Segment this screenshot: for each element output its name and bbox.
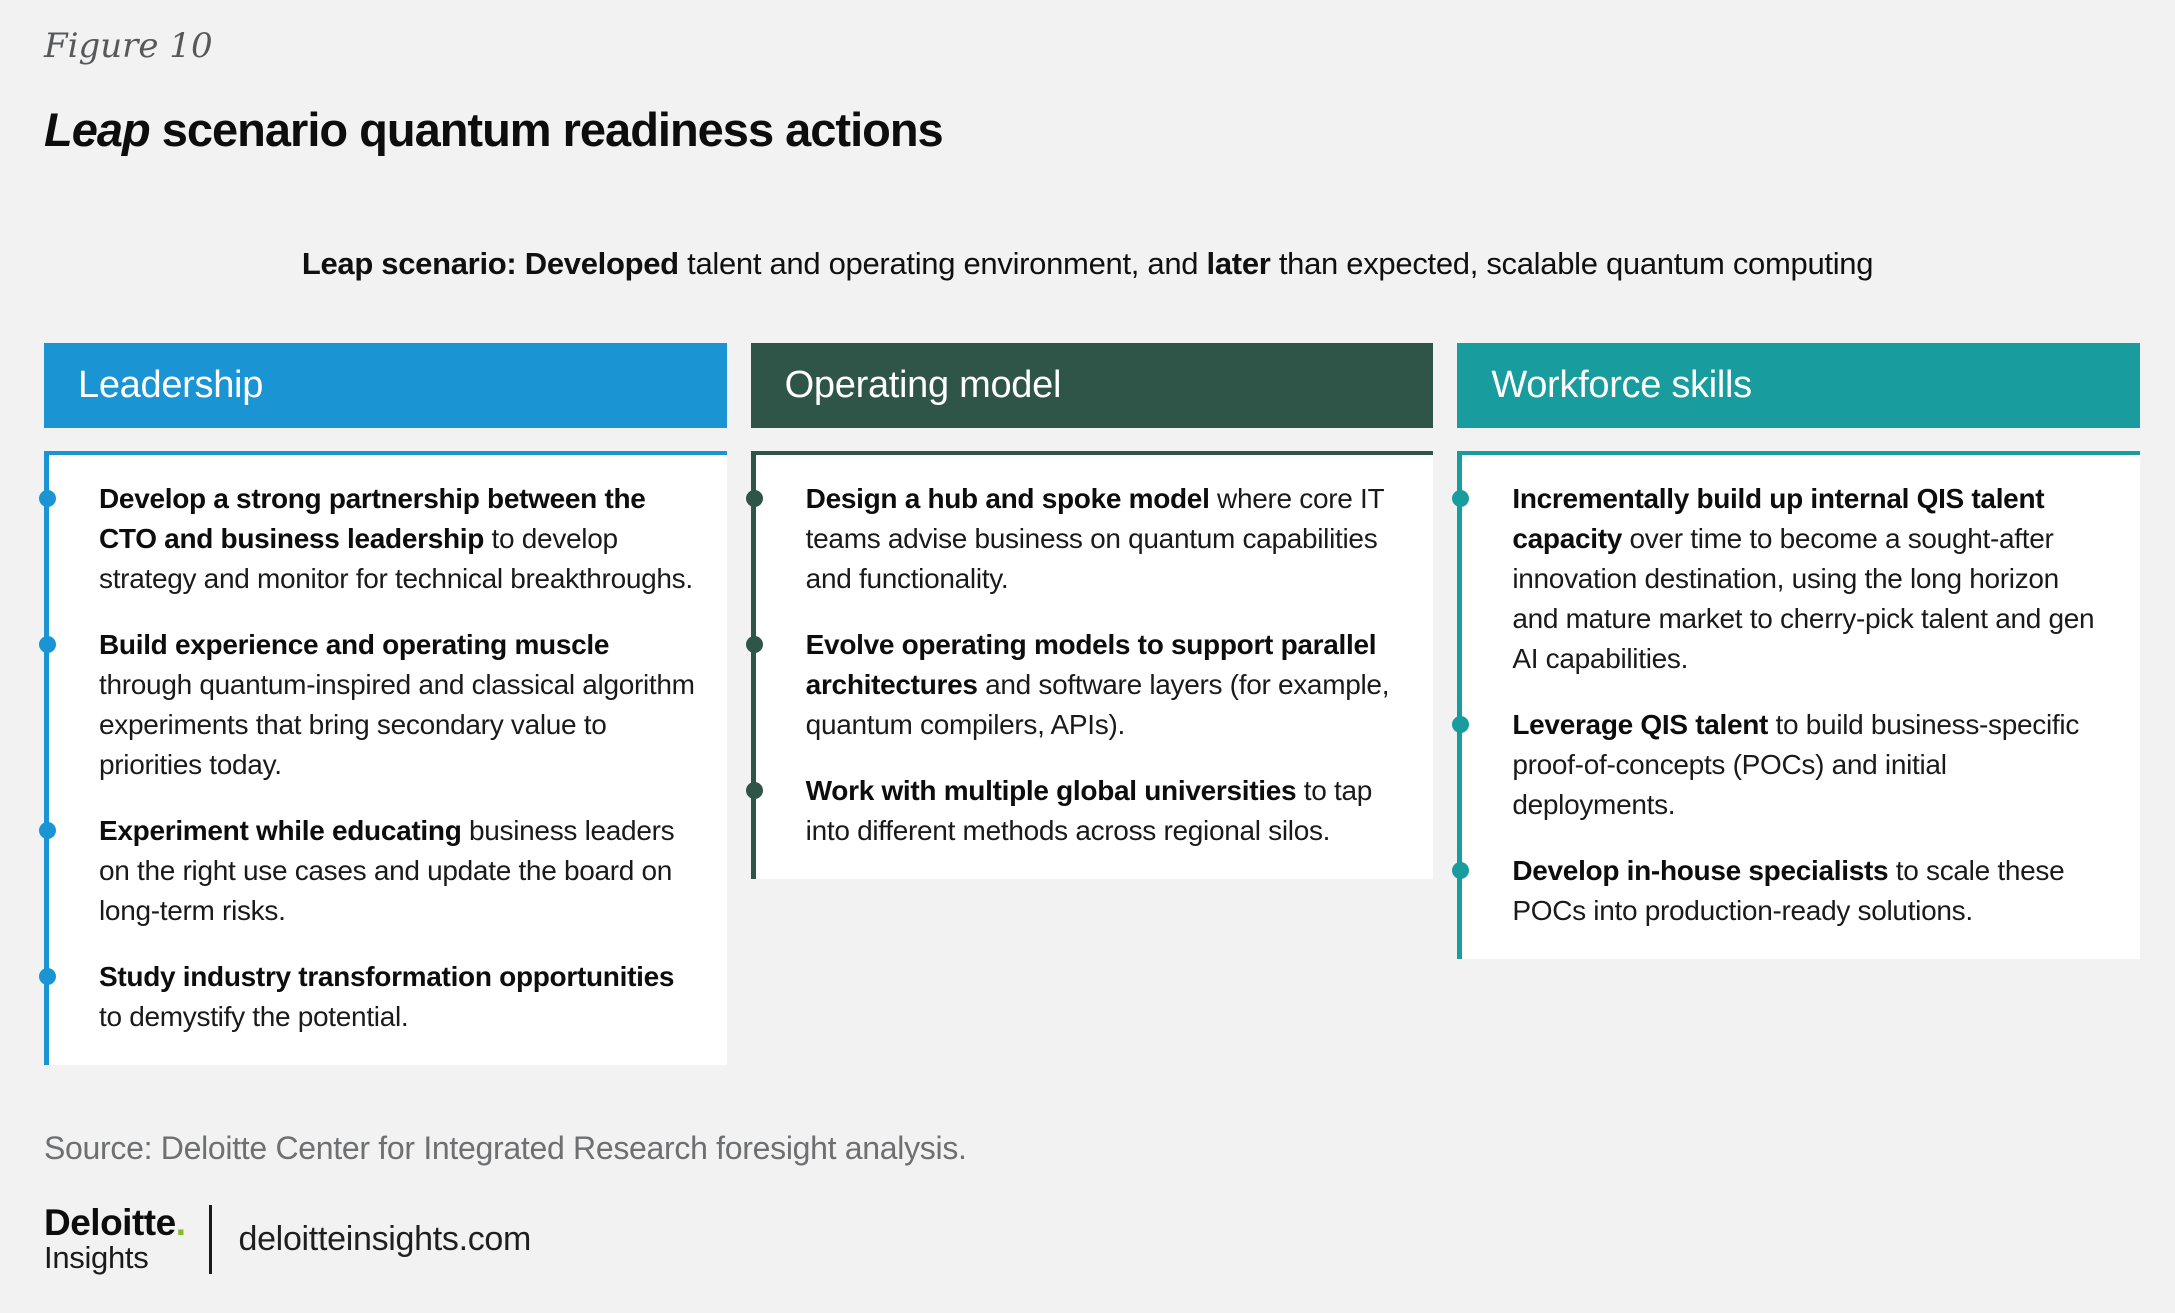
logo-wordmark: Deloitte. [44, 1202, 186, 1243]
columns-container: Leadership Develop a strong partnership … [39, 343, 2141, 1065]
bullet-dot-icon [39, 490, 56, 507]
bullet-text-bold: Work with multiple global universities [805, 775, 1297, 806]
bullet-text-bold: Evolve operating models to support paral… [805, 629, 1377, 700]
bullet-item: Work with multiple global universities t… [745, 771, 1404, 851]
card-workforce-skills: Incrementally build up internal QIS tale… [1452, 451, 2141, 959]
title-rest: scenario quantum readiness actions [149, 103, 944, 156]
figure-title: Leap scenario quantum readiness actions [44, 102, 944, 157]
title-italic-word: Leap [44, 103, 151, 156]
bullet-text: to tap into different methods across reg… [805, 775, 1373, 846]
bullet-text-bold: Incrementally build up internal QIS tale… [1512, 483, 2045, 554]
column-leadership: Leadership Develop a strong partnership … [39, 343, 727, 1065]
bullet-text: business leaders on the right use cases … [99, 815, 675, 926]
bullet-text: over time to become a sought-after innov… [1512, 523, 2095, 674]
subtitle-regular-2: than expected, scalable quantum computin… [1270, 246, 1874, 281]
source-note: Source: Deloitte Center for Integrated R… [44, 1130, 967, 1166]
bullet-text: to scale these POCs into production-read… [1512, 855, 2065, 926]
column-header-operating-model: Operating model [750, 343, 1434, 428]
logo-subbrand: Insights [44, 1240, 149, 1275]
bullet-dot-icon [1452, 490, 1470, 507]
site-link[interactable]: deloitteinsights.com [238, 1220, 532, 1258]
column-header-label: Workforce skills [1491, 364, 1752, 406]
bullet-text: where core IT teams advise business on q… [805, 483, 1384, 594]
figure-subtitle: Leap scenario: Developed talent and oper… [0, 246, 2175, 282]
bullet-item: Design a hub and spoke model where core … [745, 479, 1404, 599]
bullet-item: Build experience and operating muscle th… [39, 625, 697, 785]
bullet-text-bold: Study industry transformation opportunit… [99, 961, 675, 992]
bullet-text-bold: Leverage QIS talent [1512, 709, 1769, 740]
logo-name: Deloitte [44, 1202, 176, 1243]
bullet-dot-icon [1452, 862, 1470, 879]
bullet-item: Incrementally build up internal QIS tale… [1452, 479, 2110, 679]
card-operating-model: Design a hub and spoke model where core … [745, 451, 1434, 879]
column-header-label: Leadership [78, 364, 264, 406]
column-operating-model: Operating model Design a hub and spoke m… [745, 343, 1434, 879]
column-header-workforce-skills: Workforce skills [1457, 343, 2141, 428]
bullet-text-bold: Experiment while educating [99, 815, 462, 846]
bullet-text: to demystify the potential. [99, 1001, 409, 1032]
bullet-text: to build business-specific proof-of-conc… [1512, 709, 2080, 820]
logo-divider [209, 1205, 213, 1274]
column-workforce-skills: Workforce skills Incrementally build up … [1452, 343, 2141, 959]
bullet-text: through quantum-inspired and classical a… [99, 669, 695, 780]
bullet-item: Develop a strong partnership between the… [39, 479, 697, 599]
card-leadership: Develop a strong partnership between the… [39, 451, 727, 1065]
bullet-item: Experiment while educating business lead… [39, 811, 697, 931]
bullet-dot-icon [745, 782, 763, 799]
deloitte-insights-logo: Deloitte. Insights [44, 1202, 186, 1275]
column-header-label: Operating model [784, 364, 1062, 406]
bullet-item: Evolve operating models to support paral… [745, 625, 1404, 745]
subtitle-bold-1: Leap scenario: Developed [301, 246, 679, 281]
bullet-dot-icon [745, 636, 763, 653]
bullet-item: Study industry transformation opportunit… [39, 957, 697, 1037]
bullet-text: and software layers (for example, quantu… [805, 669, 1390, 740]
subtitle-bold-2: later [1206, 246, 1271, 281]
bullet-dot-icon [39, 822, 56, 839]
logo-green-dot-icon: . [175, 1202, 186, 1243]
bullet-text-bold: Develop a strong partnership between the… [99, 483, 646, 554]
bullet-text: to develop strategy and monitor for tech… [99, 523, 693, 594]
bullet-dot-icon [39, 968, 56, 985]
footer: Deloitte. Insights deloitteinsights.com [44, 1202, 532, 1275]
bullet-text-bold: Develop in-house specialists [1512, 855, 1889, 886]
column-header-leadership: Leadership [44, 343, 727, 428]
bullet-dot-icon [39, 636, 56, 653]
bullet-item: Develop in-house specialists to scale th… [1452, 851, 2110, 931]
bullet-dot-icon [1452, 716, 1470, 733]
bullet-dot-icon [745, 490, 763, 507]
bullet-item: Leverage QIS talent to build business-sp… [1452, 705, 2110, 825]
subtitle-regular-1: talent and operating environment, and [678, 246, 1207, 281]
figure-label: Figure 10 [44, 26, 213, 66]
bullet-text-bold: Build experience and operating muscle [99, 629, 610, 660]
bullet-text-bold: Design a hub and spoke model [805, 483, 1210, 514]
